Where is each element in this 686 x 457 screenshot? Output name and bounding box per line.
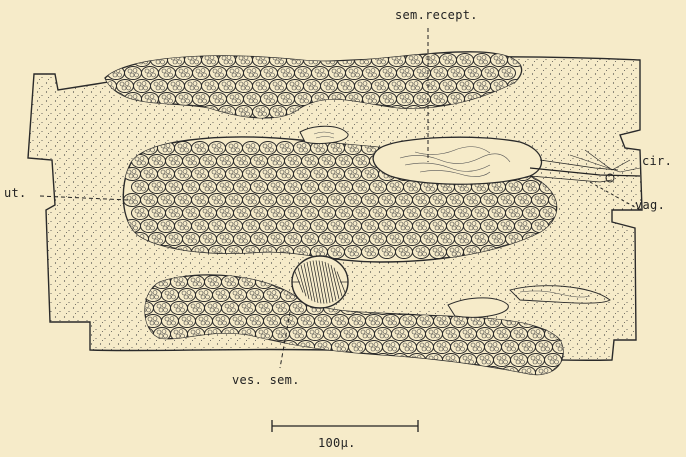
label-scale: 100μ. (318, 436, 356, 450)
label-cir: cir. (642, 154, 672, 168)
small-duct (300, 126, 348, 143)
label-sem-recept: sem.recept. (395, 8, 478, 22)
label-vag: vag. (635, 198, 665, 212)
label-ut: ut. (4, 186, 27, 200)
seminal-receptacle (373, 137, 541, 184)
vesicula-seminalis (292, 256, 348, 308)
label-ves-sem: ves. sem. (232, 373, 300, 387)
scale-bar (272, 420, 418, 432)
